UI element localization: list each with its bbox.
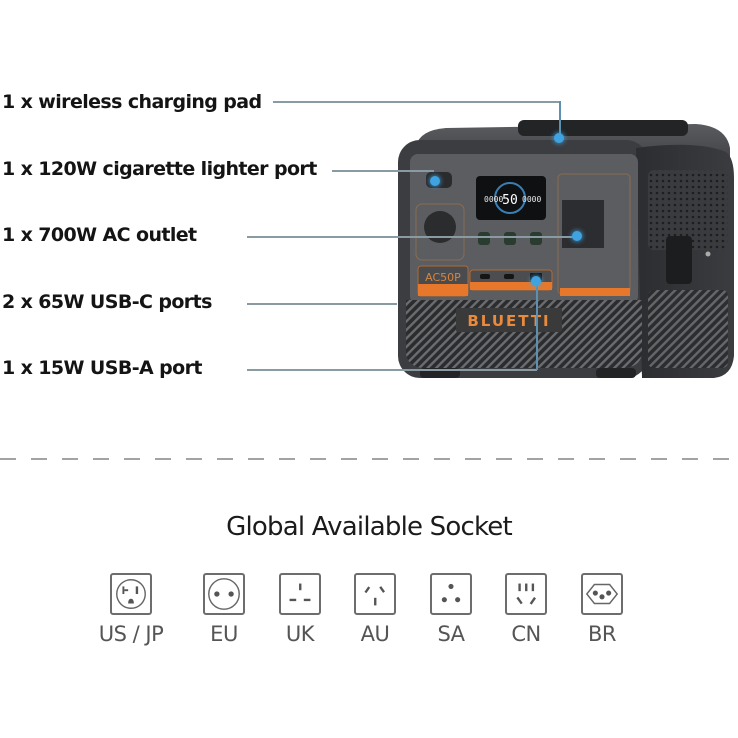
uk-socket-icon [279,573,321,615]
svg-text:0000: 0000 [484,195,503,204]
socket-label-au: AU [360,622,390,646]
callout-dot-usb-a [531,276,541,286]
feature-usb-c-ports: 2 x 65W USB-C ports [2,291,212,313]
cn-socket-icon [505,573,547,615]
socket-label-sa: SA [437,622,465,646]
socket-label-eu: EU [210,622,238,646]
eu-socket-icon [203,573,245,615]
sockets-section-title: Global Available Socket [226,512,513,542]
socket-label-uk: UK [285,622,315,646]
feature-ac-outlet: 1 x 700W AC outlet [2,224,197,246]
socket-label-cn: CN [511,622,541,646]
callout-line-wireless [273,101,560,103]
callout-dot-wireless [554,133,564,143]
feature-cigarette-lighter-port: 1 x 120W cigarette lighter port [2,158,317,180]
feature-wireless-charging-pad: 1 x wireless charging pad [2,91,262,113]
br-socket-icon [581,573,623,615]
model-badge: AC50P [425,271,461,284]
callout-vline-usb-a [536,281,538,370]
svg-text:0000: 0000 [522,195,541,204]
brand-logo: BLUETTI [467,312,550,330]
svg-text:50: 50 [502,193,518,208]
au-socket-icon [354,573,396,615]
socket-label-br: BR [588,622,617,646]
callout-dot-cigarette [430,176,440,186]
us-jp-socket-icon [110,573,152,615]
callout-vline-wireless [559,101,561,136]
callout-line-ac [247,236,577,238]
feature-usb-a-port: 1 x 15W USB-A port [2,357,202,379]
callout-line-usb-a [247,369,537,371]
section-divider [0,458,738,460]
power-station-image: BLUETTI AC50P 0000 50 0000 [396,118,736,382]
callout-line-cigarette [332,170,434,172]
callout-line-usb-c [247,303,397,305]
callout-dot-ac [572,231,582,241]
sa-socket-icon [430,573,472,615]
socket-label-us-jp: US / JP [98,622,164,646]
